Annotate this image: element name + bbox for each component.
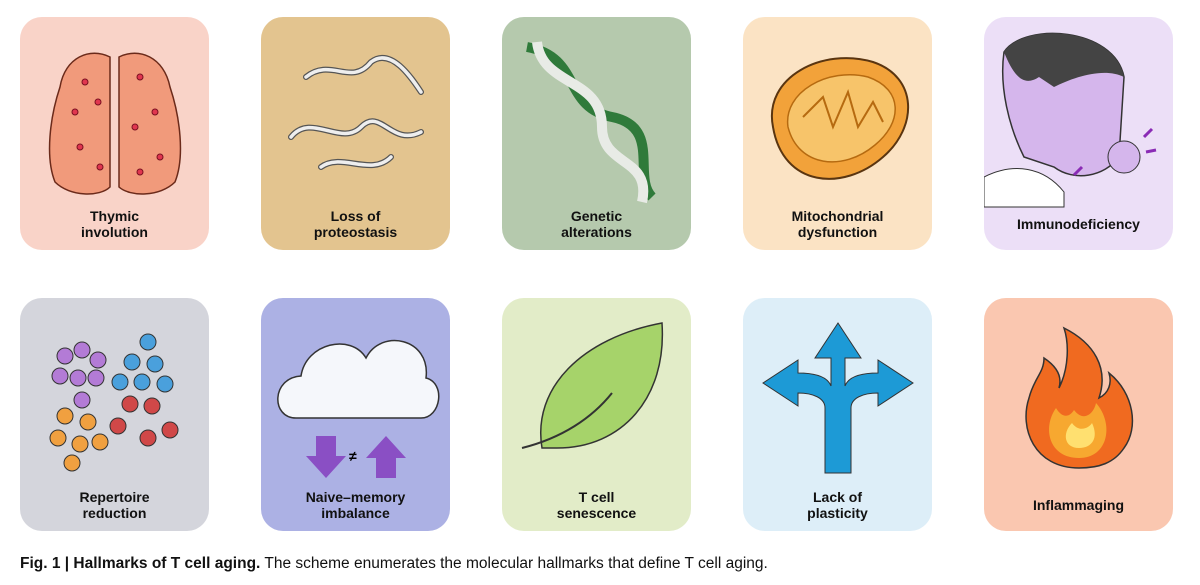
tile-immunodeficiency: Immunodeficiency	[984, 17, 1173, 250]
label-line: Thymic	[89, 208, 139, 224]
dna-illustration	[525, 41, 656, 204]
leaf-illustration	[521, 322, 664, 449]
thymus-illustration	[48, 52, 182, 195]
tile-label: Inflammaging	[984, 497, 1173, 513]
label-line: Lack of	[812, 489, 862, 505]
label-line: Genetic	[570, 208, 623, 224]
flame-icon	[1025, 326, 1134, 469]
label-line: proteostasis	[313, 224, 398, 240]
down-arrow-icon	[306, 436, 346, 478]
label-line: involution	[81, 224, 148, 240]
label-line: Loss of	[330, 208, 381, 224]
label-line: Mitochondrial	[791, 208, 884, 224]
label-line: plasticity	[807, 505, 868, 521]
caption-text: The scheme enumerates the molecular hall…	[260, 555, 768, 572]
protein-illustration	[288, 55, 424, 170]
label-line: Naive–memory	[305, 489, 406, 505]
label-line: alterations	[561, 224, 632, 240]
label-line: Immunodeficiency	[1017, 216, 1140, 232]
diverging-arrows-illustration	[762, 322, 914, 474]
label-line: Repertoire	[79, 489, 150, 505]
up-arrow-icon	[366, 436, 406, 478]
sick-person-illustration	[984, 32, 1157, 208]
tile-label: Immunodeficiency	[984, 216, 1173, 232]
tile-inflammaging: Inflammaging	[984, 298, 1173, 531]
cloud-arrows-illustration	[277, 339, 440, 478]
label-line: dysfunction	[797, 224, 878, 240]
label-line: reduction	[82, 505, 147, 521]
label-line: Inflammaging	[1032, 497, 1124, 513]
label-line: T cell	[578, 489, 615, 505]
cells-illustration	[49, 333, 179, 472]
mitochondrion-illustration	[770, 57, 909, 180]
figure-caption: Fig. 1 | Hallmarks of T cell aging. The …	[20, 555, 768, 573]
not-equal-symbol: ≠	[349, 448, 357, 464]
label-line: imbalance	[321, 505, 390, 521]
label-line: senescence	[556, 505, 637, 521]
caption-title: Fig. 1 | Hallmarks of T cell aging.	[20, 555, 261, 572]
